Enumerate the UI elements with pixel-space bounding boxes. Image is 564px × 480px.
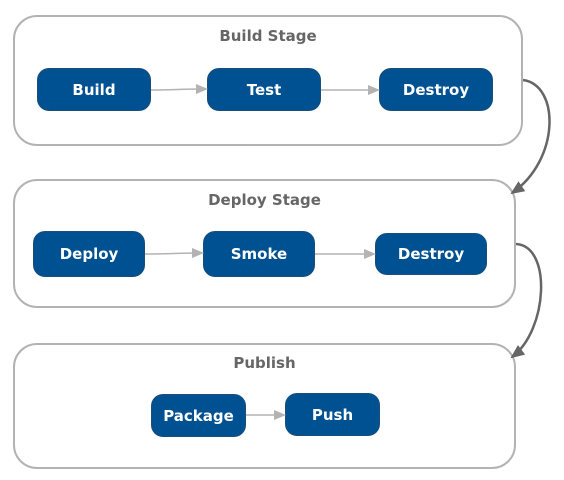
- node-destroy[interactable]: Destroy: [379, 68, 493, 111]
- node-build[interactable]: Build: [37, 68, 151, 111]
- stage-title: Deploy Stage: [208, 191, 321, 209]
- stage-title: Publish: [233, 354, 296, 372]
- node-smoke[interactable]: Smoke: [203, 231, 315, 277]
- node-push[interactable]: Push: [285, 393, 380, 436]
- node-test[interactable]: Test: [207, 68, 321, 111]
- edge-deploy-stage-to-publish: [510, 242, 543, 359]
- node-destroy[interactable]: Destroy: [375, 233, 487, 275]
- stage-title: Build Stage: [219, 27, 317, 45]
- node-deploy[interactable]: Deploy: [33, 231, 145, 277]
- node-package[interactable]: Package: [151, 394, 246, 437]
- stage-publish: Publish: [13, 343, 516, 469]
